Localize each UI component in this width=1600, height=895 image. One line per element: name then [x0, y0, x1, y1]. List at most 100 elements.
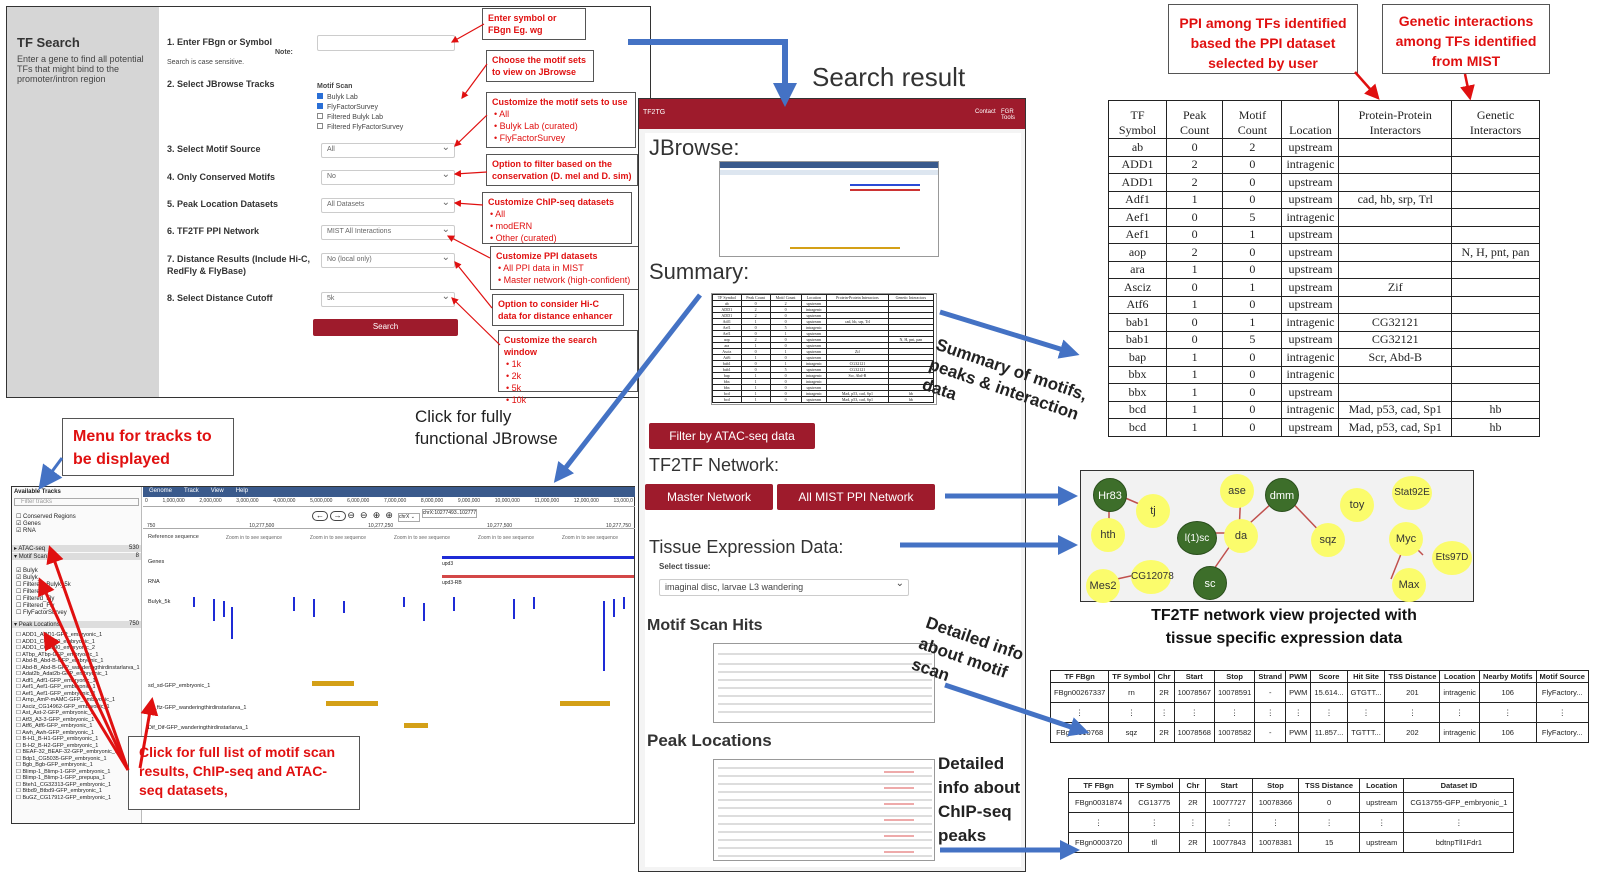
network-node[interactable]: tj	[1136, 494, 1170, 528]
motif-source-select[interactable]: All	[321, 142, 455, 158]
network-node[interactable]: l(1)sc	[1177, 521, 1217, 555]
peak-track-item[interactable]: ☐ BuGZ_CG17912-GFP_embryonic_1	[16, 794, 112, 801]
menu-help[interactable]: Help	[235, 488, 249, 494]
chrom-select[interactable]: chrX ⌄	[398, 513, 421, 522]
table-cell: upstream	[1281, 138, 1340, 157]
motif-option[interactable]: Bulyk Lab	[317, 93, 403, 103]
network-node[interactable]: Hr83	[1093, 478, 1127, 512]
zoom-hint: Zoom in to see sequence	[477, 535, 535, 541]
menu-view[interactable]: View	[210, 488, 224, 494]
table-header: Start	[1173, 670, 1215, 683]
motif-option[interactable]: Filtered FlyFactorSurvey	[317, 123, 403, 133]
distance-results-select[interactable]: No (local only)	[321, 252, 455, 268]
network-node[interactable]: da	[1224, 519, 1258, 553]
step8-label: 8. Select Distance Cutoff	[167, 293, 273, 303]
track-check[interactable]: ☑ Genes	[16, 521, 41, 527]
zoom-in-icon[interactable]: ⊕	[385, 510, 393, 520]
tissue-select[interactable]: imaginal disc, larvae L3 wandering	[659, 578, 909, 596]
table-cell: 1	[1222, 225, 1283, 244]
checkbox-icon[interactable]	[317, 123, 323, 129]
table-cell	[1451, 190, 1540, 209]
table-cell: FBgn00267337	[1049, 682, 1110, 703]
table-cell: bab1	[1108, 330, 1167, 349]
motif-option[interactable]: Filtered Bulyk Lab	[317, 113, 403, 123]
dif-track-label: Dif_Dif-GFP_wanderingthirdinstarlarva_1	[148, 725, 249, 731]
table-cell: PWM	[1285, 682, 1312, 703]
motif-track-item[interactable]: ☑ Bulyk	[16, 568, 38, 574]
checkbox-checked-icon[interactable]	[317, 103, 323, 109]
table-cell: 0	[1165, 330, 1224, 349]
peak-track-item[interactable]: ☐ Blimp-1_Blimp-1-GFP_embryonic_1	[16, 768, 111, 775]
checkbox-checked-icon[interactable]	[317, 93, 323, 99]
zoom-out-icon[interactable]: ⊖	[360, 510, 368, 520]
search-button[interactable]: Search	[313, 319, 458, 336]
menu-genome[interactable]: Genome	[149, 488, 173, 494]
nav-contact[interactable]: Contact	[975, 109, 996, 115]
network-node[interactable]: hth	[1091, 518, 1125, 552]
table-cell: 5	[1222, 208, 1283, 227]
ppi-network-select[interactable]: MIST All Interactions	[321, 224, 455, 240]
track-check[interactable]: ☑ RNA	[16, 528, 36, 534]
network-node[interactable]: Ets97D	[1432, 541, 1472, 575]
motif-option[interactable]: FlyFactorSurvey	[317, 103, 403, 113]
track-check-label: Genes	[23, 521, 41, 527]
pan-left-icon[interactable]: ←	[312, 511, 328, 521]
peak-dataset-select[interactable]: All Datasets	[321, 197, 455, 213]
network-node[interactable]: toy	[1340, 488, 1374, 522]
network-node[interactable]: dmm	[1265, 478, 1299, 512]
table-cell: ⋮	[1179, 812, 1207, 833]
motif-track-item[interactable]: ☐ Filtered_Fly	[16, 603, 55, 609]
zoom-in-icon[interactable]: ⊕	[372, 510, 381, 520]
pan-right-icon[interactable]: →	[329, 511, 346, 521]
table-cell: bcd	[1108, 400, 1167, 419]
network-node[interactable]: Mes2	[1086, 569, 1120, 603]
brand-link[interactable]: TF2TG	[643, 109, 666, 116]
network-node[interactable]: sc	[1193, 566, 1227, 600]
distance-cutoff-select[interactable]: 5k	[321, 291, 455, 307]
motif-track-item[interactable]: ☐ Filtered_	[16, 589, 47, 595]
table-cell: -	[1254, 682, 1287, 703]
peak-track-item[interactable]: ☐ Bteh1_CG32313-GFP_embryonic_1	[16, 781, 112, 788]
filter-atac-button[interactable]: Filter by ATAC-seq data	[649, 423, 815, 449]
callout-ppi: Customize PPI datasets All PPI data in M…	[490, 246, 640, 290]
menu-track[interactable]: Track	[184, 488, 199, 494]
ruler-tick: 11,000,000	[534, 498, 560, 504]
motif-glyphs	[193, 597, 625, 671]
jbrowse-thumbnail[interactable]	[719, 161, 939, 257]
peak-track-item[interactable]: ☐ Btbd9_Btbd9-GFP_embryonic_1	[16, 788, 102, 794]
table-cell: upstream	[1281, 278, 1340, 297]
track-check[interactable]: ☐ Conserved Regions	[16, 514, 76, 520]
network-node[interactable]: ase	[1220, 474, 1254, 508]
conserved-select[interactable]: No	[321, 169, 455, 185]
network-node[interactable]: sqz	[1311, 523, 1345, 557]
network-node[interactable]: Max	[1392, 568, 1426, 602]
network-node[interactable]: Stat92E	[1392, 476, 1432, 510]
motif-track-item[interactable]: ☑ Bulyk_	[16, 575, 42, 581]
peak-thumbnail	[713, 759, 935, 861]
checkbox-icon[interactable]	[317, 113, 323, 119]
locus-input[interactable]: chrX:10277493..10277741	[421, 509, 477, 518]
motif-track-item[interactable]: ☐ FlyFactorSurvey	[16, 610, 67, 616]
nav-tools[interactable]: FGR Tools	[1001, 109, 1016, 121]
filter-tracks-input[interactable]: Filter tracks	[14, 498, 139, 506]
table-cell: 2	[1165, 155, 1224, 174]
network-caption: TF2TF network view projected with tissue…	[1151, 607, 1417, 647]
peak-track-item[interactable]: ☐ Blimp-1_Blimp-1-GFP_prepupa_1	[16, 775, 106, 781]
table-cell: upstream	[1281, 418, 1340, 437]
table-cell: bcd	[1108, 418, 1167, 437]
mist-network-button[interactable]: All MIST PPI Network	[777, 484, 935, 510]
motif-track-item[interactable]: ☐ Filtered_Bulyk_5k	[16, 582, 71, 588]
network-node[interactable]: CG12078	[1131, 560, 1174, 594]
master-network-button[interactable]: Master Network	[645, 484, 773, 510]
table-cell: 2R	[1153, 722, 1175, 743]
network-node[interactable]: Myc	[1389, 522, 1423, 556]
motif-track-item[interactable]: ☐ Filtered_Fly	[16, 596, 55, 602]
fbgn-input[interactable]	[317, 35, 455, 51]
zoom-out-icon[interactable]: ⊖	[347, 510, 355, 520]
